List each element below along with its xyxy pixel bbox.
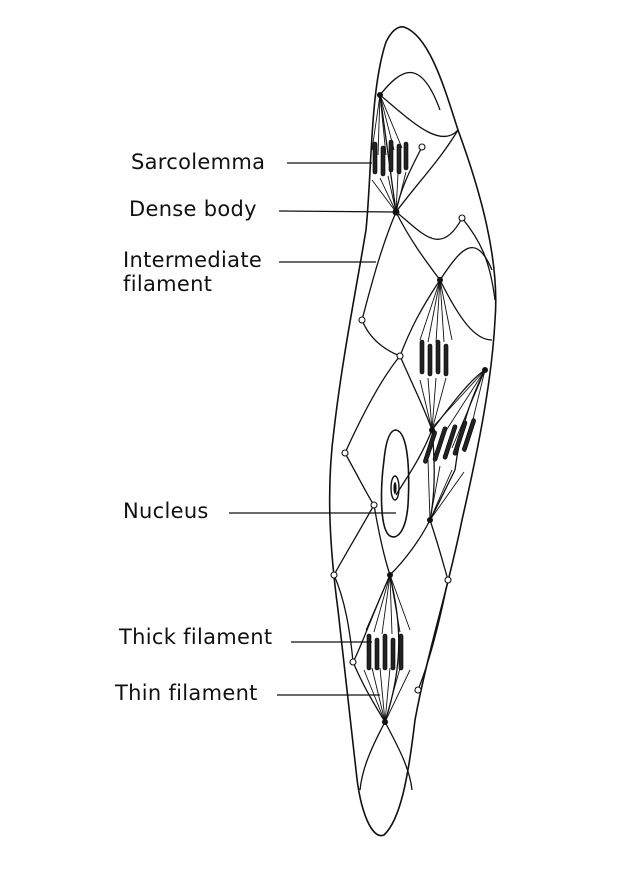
intermediate-filament-label-line2: filament: [123, 272, 213, 296]
thick-filaments: [366, 139, 476, 671]
dense-body-label: Dense body: [129, 197, 257, 221]
dense-bodies: [330, 92, 488, 725]
nucleolus: [390, 475, 400, 501]
sarcolemma-outline: [328, 26, 497, 837]
intermediate-filament-label-line1: Intermediate: [123, 248, 263, 272]
thin-filaments: [363, 94, 486, 723]
intermediate-filament-network: [333, 72, 496, 791]
thin-filament-label: Thin filament: [115, 681, 258, 705]
intermediate-filament-label: Intermediate filament: [123, 248, 262, 296]
sarcolemma-label: Sarcolemma: [131, 150, 266, 174]
nucleus-shape: [380, 429, 410, 538]
nucleus-label: Nucleus: [123, 499, 209, 523]
dense-body-leader: [278, 210, 397, 213]
thick-filament-label: Thick filament: [119, 625, 273, 649]
